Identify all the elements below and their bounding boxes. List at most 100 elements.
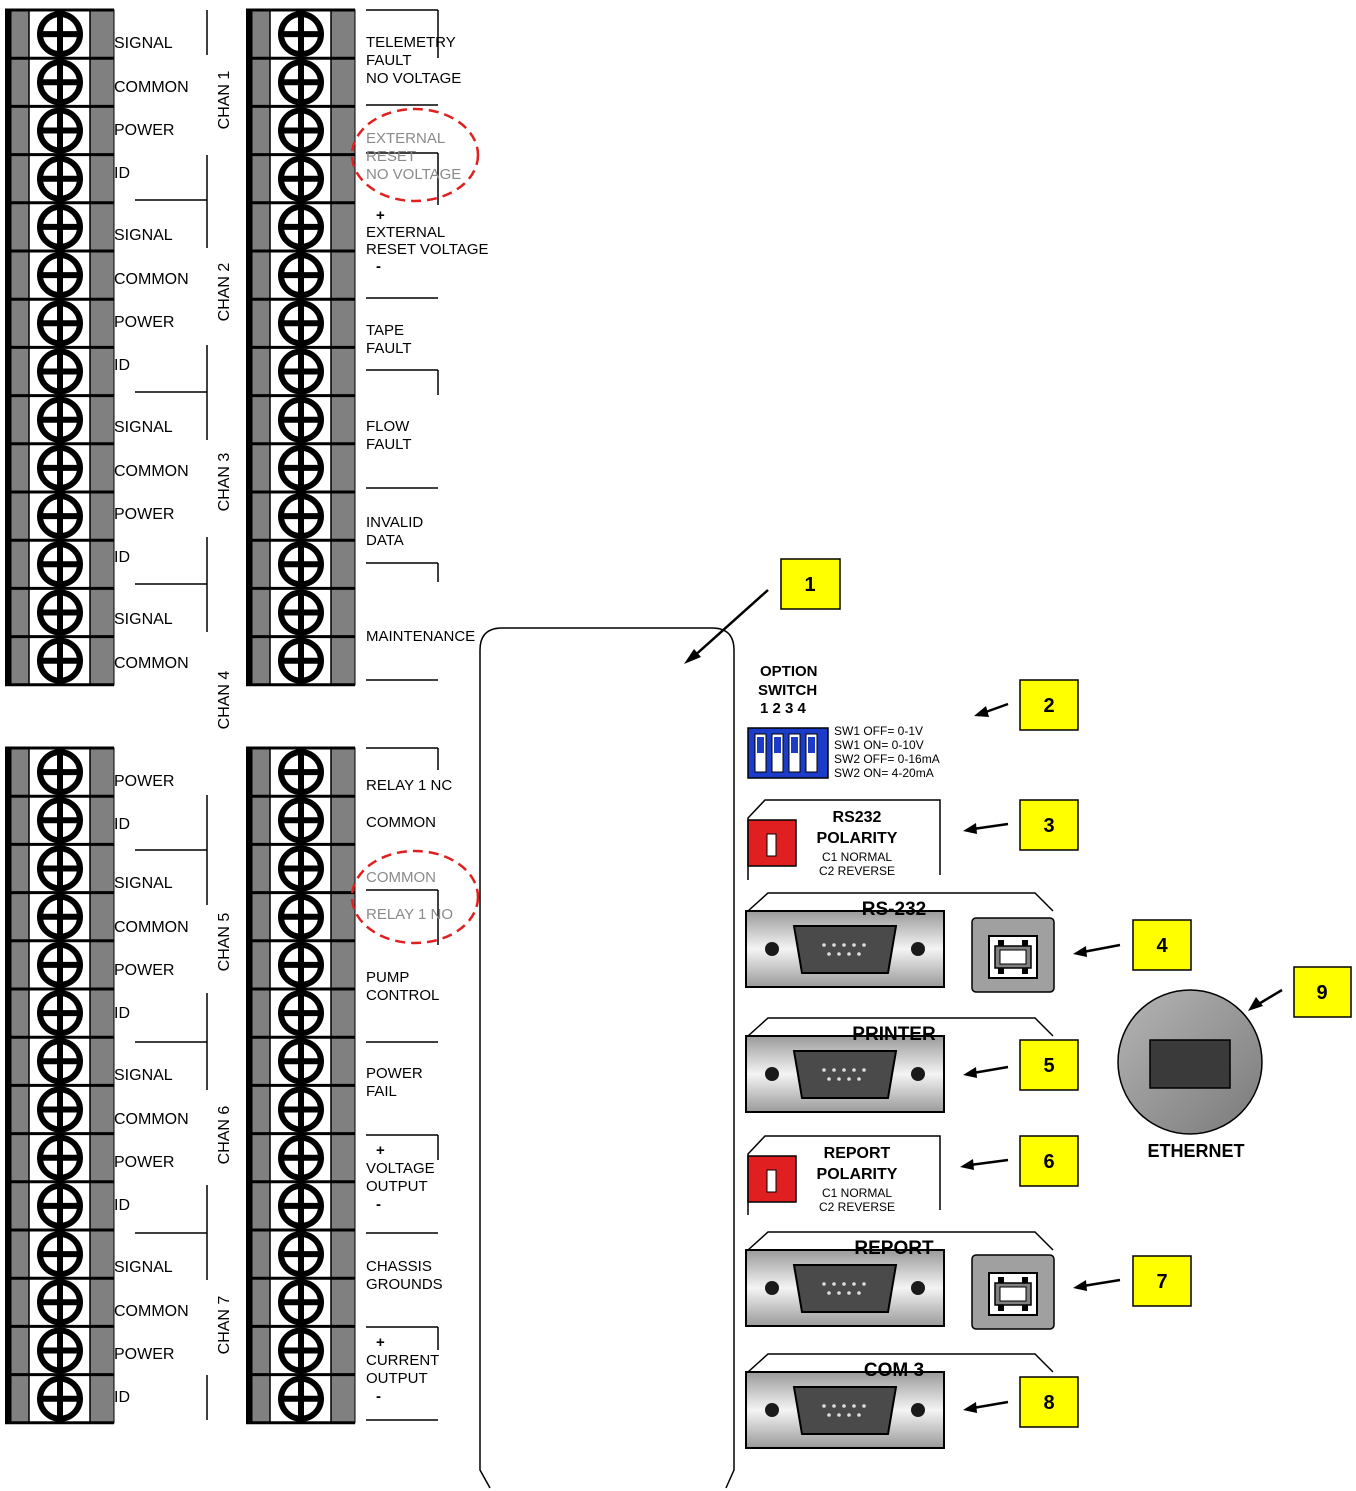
screw-terminal — [246, 1180, 355, 1229]
screw-terminal — [246, 794, 355, 844]
dip-lever — [757, 737, 764, 753]
left-terminal-label: SIGNAL — [114, 611, 173, 628]
left-terminal-label: POWER — [114, 314, 174, 331]
rs232-polarity-title-2: POLARITY — [817, 830, 898, 847]
db9-com3: COM 3 — [745, 1353, 1054, 1449]
screw-terminal — [246, 8, 355, 58]
screw-terminal — [5, 201, 114, 250]
right-terminal-label: RELAY 1 NC — [366, 777, 452, 794]
option-switch-numbers: 1 2 3 4 — [760, 700, 807, 717]
left-terminal-label: SIGNAL — [114, 419, 173, 436]
screw-terminal — [5, 842, 114, 892]
callout-9: 9 — [1248, 966, 1352, 1018]
channel-label: CHAN 3 — [216, 453, 233, 512]
left-terminal-label: ID — [114, 549, 130, 566]
screw-terminal — [246, 345, 355, 395]
db9-rs232: RS-232 — [745, 892, 1054, 988]
left-terminal-label: SIGNAL — [114, 1067, 173, 1084]
screw-terminal — [5, 1276, 114, 1326]
ethernet-label: ETHERNET — [1147, 1141, 1244, 1161]
callout-2: 2 — [974, 679, 1079, 731]
screw-terminal — [5, 1324, 114, 1374]
option-switch: OPTION SWITCH 1 2 3 4 SW1 OFF= 0-1V SW1 … — [747, 663, 940, 780]
screw-terminal — [246, 1276, 355, 1326]
screw-terminal — [5, 586, 114, 636]
rs232-polarity-note-1: C1 NORMAL — [822, 850, 892, 864]
terminal-strip — [246, 746, 356, 1425]
terminal-strip — [5, 8, 115, 687]
screw-terminal — [246, 987, 355, 1037]
left-terminal-label: ID — [114, 165, 130, 182]
screw-terminal — [246, 746, 355, 796]
right-terminal-label: FLOW — [366, 418, 410, 435]
left-terminal-label: SIGNAL — [114, 875, 173, 892]
right-terminal-label: FAULT — [366, 340, 412, 357]
channel-label: CHAN 1 — [216, 71, 233, 130]
screw-terminal — [5, 1373, 114, 1422]
right-terminal-label: OUTPUT — [366, 1370, 428, 1387]
report-polarity-switch — [747, 1155, 797, 1203]
screw-terminal — [246, 891, 355, 940]
right-terminal-label: NO VOLTAGE — [366, 70, 461, 87]
channel-label: CHAN 2 — [216, 263, 233, 322]
right-terminal-label: + — [376, 1142, 385, 1159]
right-terminal-label: RESET VOLTAGE — [366, 241, 489, 258]
screw-terminal — [246, 635, 355, 684]
right-terminal-label: COMMON — [366, 814, 436, 831]
right-terminal-label: CURRENT — [366, 1352, 439, 1369]
badge-7: 7 — [1156, 1271, 1167, 1293]
screw-terminal — [5, 794, 114, 844]
usb-rs232 — [971, 917, 1055, 993]
left-terminal-label: POWER — [114, 773, 174, 790]
channel-label: CHAN 5 — [216, 913, 233, 972]
option-switch-title-1: OPTION — [760, 663, 818, 680]
right-terminal-label: NO VOLTAGE — [366, 166, 461, 183]
screw-terminal — [246, 442, 355, 491]
callout-6: 6 — [960, 1135, 1079, 1187]
right-terminal-label: + — [376, 207, 385, 224]
report-polarity: REPORT POLARITY C1 NORMAL C2 REVERSE — [747, 1135, 941, 1215]
left-terminal-label: POWER — [114, 1154, 174, 1171]
terminal-strip — [246, 8, 356, 687]
screw-terminal — [5, 939, 114, 988]
screw-terminal — [246, 201, 355, 250]
badge-5: 5 — [1043, 1055, 1054, 1077]
badge-2: 2 — [1043, 695, 1054, 717]
screw-terminal — [5, 442, 114, 491]
usb-report — [971, 1254, 1055, 1330]
screw-terminal — [246, 1083, 355, 1133]
dip-lever — [791, 737, 798, 753]
right-terminal-label: + — [376, 1334, 385, 1351]
screw-terminal — [5, 345, 114, 395]
right-terminal-label: FAULT — [366, 52, 412, 69]
screw-terminal — [246, 1373, 355, 1422]
ethernet-port: ETHERNET — [1117, 989, 1263, 1161]
rs232-polarity-note-2: C2 REVERSE — [819, 864, 895, 878]
badge-6: 6 — [1043, 1151, 1054, 1173]
screw-terminal — [246, 153, 355, 202]
screw-terminal — [246, 297, 355, 347]
badge-4: 4 — [1156, 935, 1168, 957]
badge-8: 8 — [1043, 1392, 1054, 1414]
screw-terminal — [5, 153, 114, 202]
left-terminal-labels: SIGNALCOMMONPOWERIDSIGNALCOMMONPOWERIDSI… — [114, 35, 189, 1406]
right-terminal-label: MAINTENANCE — [366, 628, 475, 645]
right-terminal-label: TAPE — [366, 322, 404, 339]
left-terminal-label: ID — [114, 1389, 130, 1406]
left-terminal-label: COMMON — [114, 919, 189, 936]
screw-terminal — [5, 987, 114, 1037]
highlight-circle-external-reset — [350, 107, 480, 203]
channel-label: CHAN 4 — [216, 671, 233, 730]
option-note-2: SW1 ON= 0-10V — [834, 738, 924, 752]
left-terminal-label: POWER — [114, 506, 174, 523]
left-terminal-label: ID — [114, 357, 130, 374]
callout-5: 5 — [963, 1039, 1079, 1091]
right-terminal-label: RELAY 1 NO — [366, 906, 453, 923]
screw-terminal — [5, 1180, 114, 1229]
right-terminal-label: OUTPUT — [366, 1178, 428, 1195]
screw-terminal — [5, 394, 114, 443]
badge-3: 3 — [1043, 815, 1054, 837]
